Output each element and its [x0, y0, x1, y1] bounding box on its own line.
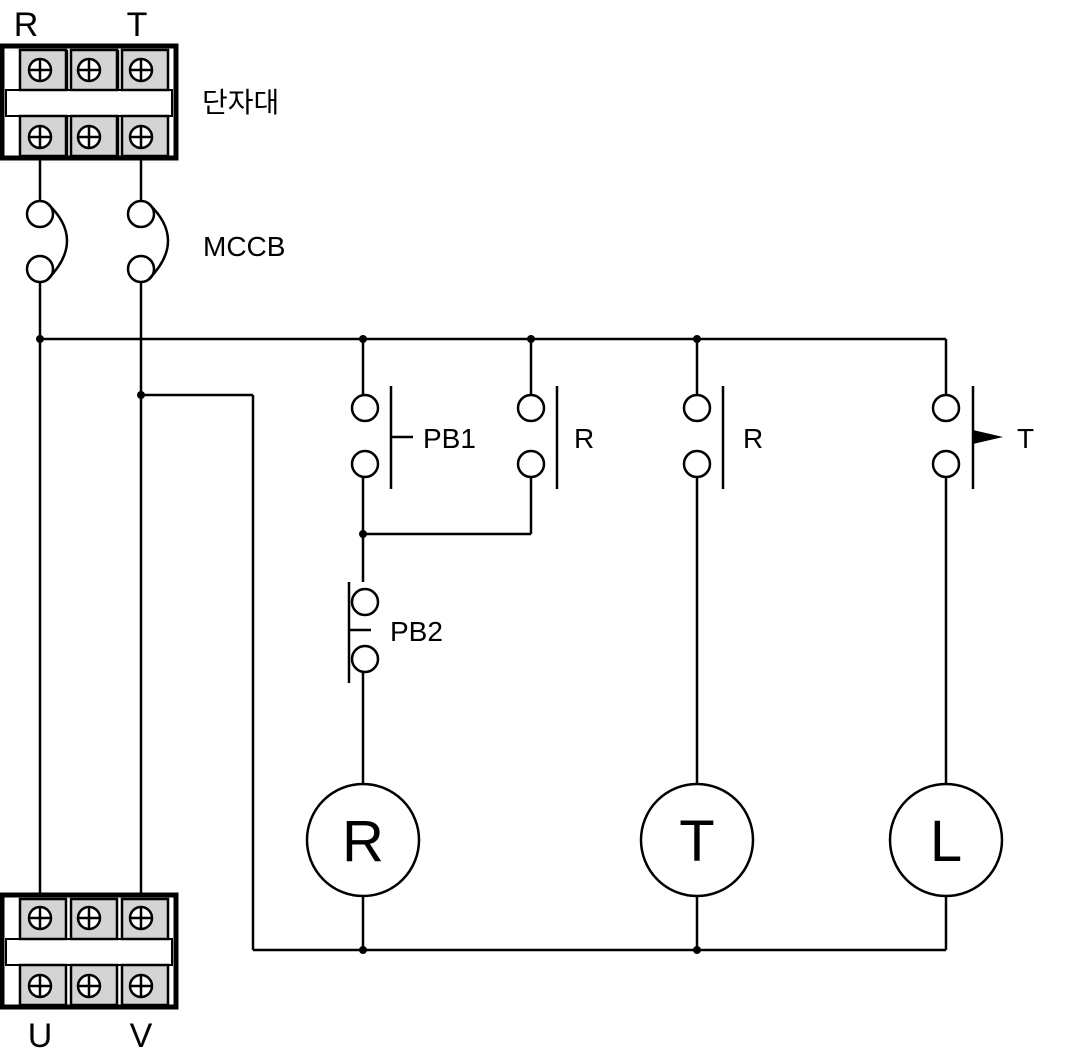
t-contact-label: T	[1017, 423, 1034, 454]
mccb-breaker	[25, 158, 170, 284]
screw-icon	[27, 124, 53, 150]
coil-t	[639, 782, 755, 950]
pb1-pushbutton	[350, 339, 413, 582]
r-contact-self-hold	[363, 339, 559, 536]
lamp-l-label: L	[930, 809, 962, 874]
terminal-label-v: V	[130, 1017, 153, 1055]
screw-icon	[128, 57, 154, 83]
coil-t-label: T	[679, 809, 714, 874]
r-contact-timer-branch	[682, 339, 725, 784]
pb2-pushbutton	[347, 582, 380, 784]
screw-icon	[27, 57, 53, 83]
coil-r-label: R	[342, 809, 384, 874]
t-timer-contact	[931, 386, 1003, 784]
r-contact-label-2: R	[743, 423, 763, 454]
terminal-block-label: 단자대	[202, 87, 279, 118]
screw-icon	[128, 124, 154, 150]
coil-r	[305, 782, 421, 950]
screw-icon	[27, 973, 53, 999]
screw-icon	[76, 973, 102, 999]
r-contact-label-1: R	[574, 423, 594, 454]
bottom-terminal-block	[0, 892, 179, 1010]
pb1-label: PB1	[423, 423, 476, 454]
screw-icon	[27, 905, 53, 931]
terminal-label-t: T	[127, 6, 148, 44]
screw-icon	[76, 905, 102, 931]
top-terminal-block	[0, 43, 179, 161]
mccb-label: MCCB	[203, 231, 285, 262]
screw-icon	[76, 124, 102, 150]
terminal-label-r: R	[14, 6, 39, 44]
screw-icon	[128, 905, 154, 931]
screw-icon	[76, 57, 102, 83]
pb2-label: PB2	[390, 616, 443, 647]
screw-icon	[128, 973, 154, 999]
terminal-label-u: U	[28, 1017, 53, 1055]
lamp-l	[888, 782, 1004, 950]
